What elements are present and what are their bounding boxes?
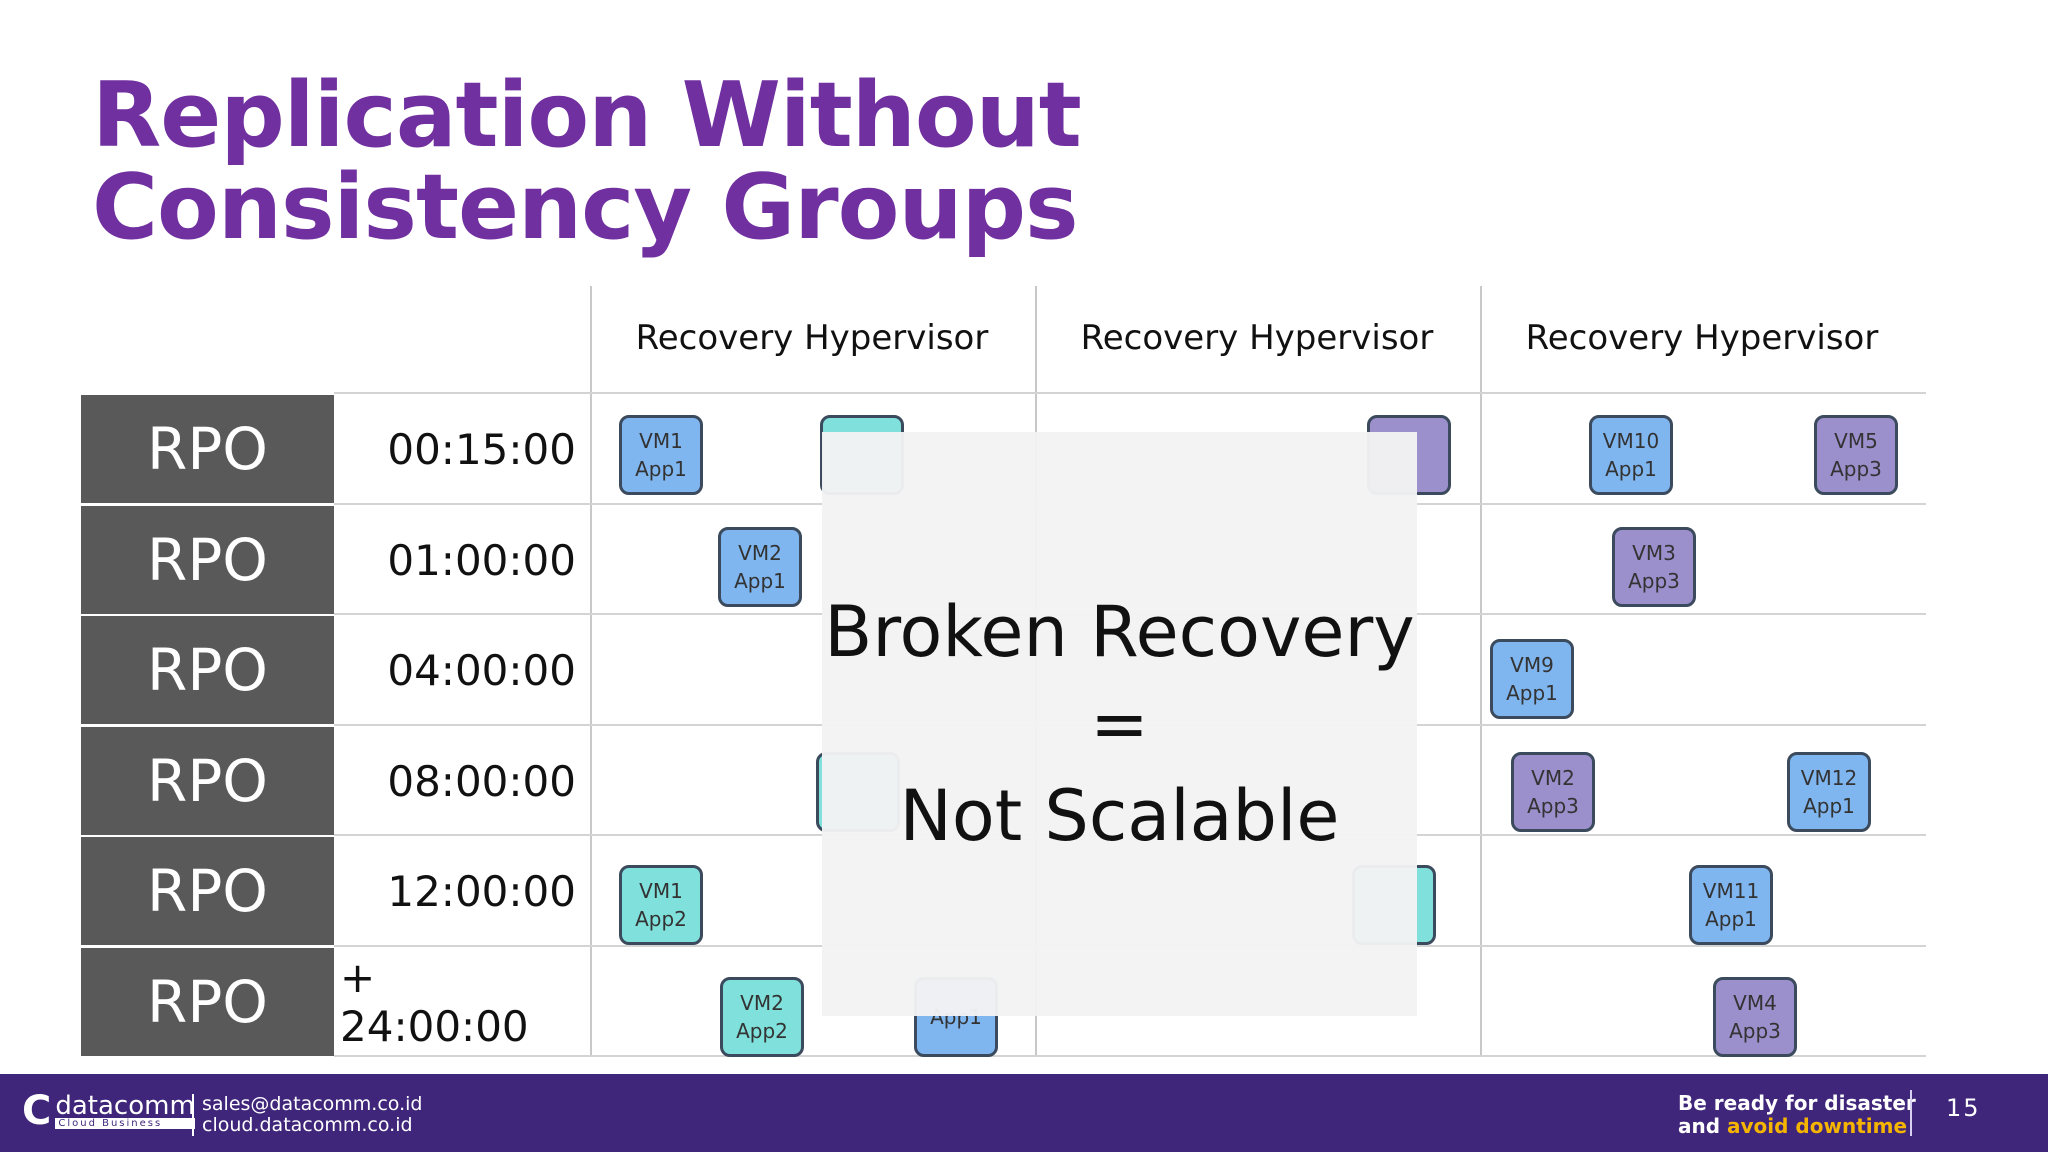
rpo-label: RPO xyxy=(81,616,334,724)
rpo-time: 08:00:00 xyxy=(387,756,576,806)
vm-name: VM10 xyxy=(1602,429,1660,453)
vm-app: App1 xyxy=(635,457,687,481)
broken-recovery-overlay: Broken Recovery = Not Scalable xyxy=(822,432,1417,1016)
vm-name: VM2 xyxy=(1531,766,1575,790)
vm-box: VM9 App1 xyxy=(1490,639,1574,719)
footer-divider xyxy=(1910,1090,1912,1136)
vm-name: VM12 xyxy=(1800,766,1858,790)
logo-c-icon: C xyxy=(22,1088,52,1134)
tagline-prefix: and xyxy=(1678,1114,1728,1138)
vm-app: App2 xyxy=(635,907,687,931)
page-number: 15 xyxy=(1946,1094,1981,1122)
vm-box: VM2 App1 xyxy=(718,527,802,607)
vm-name: VM9 xyxy=(1510,653,1554,677)
row-divider xyxy=(334,1055,1926,1057)
datacomm-logo: C datacomm Cloud Business xyxy=(22,1088,195,1134)
vm-app: App3 xyxy=(1729,1019,1781,1043)
vm-box: VM1 App1 xyxy=(619,415,703,495)
rpo-time: + 24:00:00 xyxy=(340,953,529,1051)
vm-box: VM5 App3 xyxy=(1814,415,1898,495)
rpo-time: 04:00:00 xyxy=(387,645,576,695)
tagline-line-1: Be ready for disaster xyxy=(1678,1091,1916,1115)
vm-box: VM10 App1 xyxy=(1589,415,1673,495)
vm-app: App1 xyxy=(1605,457,1657,481)
rpo-label: RPO xyxy=(81,948,334,1056)
vm-name: VM4 xyxy=(1733,991,1777,1015)
rpo-label: RPO xyxy=(81,506,334,614)
vm-box: VM2 App3 xyxy=(1511,752,1595,832)
rpo-label: RPO xyxy=(81,837,334,945)
column-divider xyxy=(1480,286,1482,1056)
vm-app: App3 xyxy=(1830,457,1882,481)
vm-app: App1 xyxy=(1803,794,1855,818)
vm-app: App3 xyxy=(1628,569,1680,593)
tagline-accent: avoid downtime xyxy=(1727,1114,1908,1138)
vm-app: App3 xyxy=(1527,794,1579,818)
vm-box: VM3 App3 xyxy=(1612,527,1696,607)
column-divider xyxy=(590,286,592,1056)
row-divider xyxy=(334,392,1926,394)
overlay-line-2: = xyxy=(1090,683,1149,765)
logo-text: datacomm xyxy=(55,1090,195,1121)
vm-name: VM2 xyxy=(738,541,782,565)
vm-app: App1 xyxy=(1506,681,1558,705)
rpo-time: 01:00:00 xyxy=(387,535,576,585)
contact-email[interactable]: sales@datacomm.co.id xyxy=(202,1093,423,1115)
vm-box: VM11 App1 xyxy=(1689,865,1773,945)
title-line-2: Consistency Groups xyxy=(92,155,1079,260)
tagline: Be ready for disaster and avoid downtime xyxy=(1678,1092,1916,1138)
vm-box: VM12 App1 xyxy=(1787,752,1871,832)
rpo-time: 00:15:00 xyxy=(387,424,576,474)
vm-name: VM1 xyxy=(639,429,683,453)
rpo-time: 12:00:00 xyxy=(387,866,576,916)
contact-website[interactable]: cloud.datacomm.co.id xyxy=(202,1114,413,1136)
logo-subtext: Cloud Business xyxy=(55,1117,195,1129)
overlay-line-3: Not Scalable xyxy=(899,775,1340,857)
vm-app: App1 xyxy=(734,569,786,593)
vm-name: VM11 xyxy=(1702,879,1760,903)
vm-app: App1 xyxy=(1705,907,1757,931)
column-header: Recovery Hypervisor xyxy=(1080,318,1434,358)
rpo-label: RPO xyxy=(81,727,334,835)
column-header: Recovery Hypervisor xyxy=(635,318,989,358)
contact-info: sales@datacomm.co.id cloud.datacomm.co.i… xyxy=(192,1094,422,1136)
vm-name: VM3 xyxy=(1632,541,1676,565)
vm-box: VM1 App2 xyxy=(619,865,703,945)
vm-app: App2 xyxy=(736,1019,788,1043)
title-line-1: Replication Without xyxy=(92,63,1082,168)
vm-name: VM5 xyxy=(1834,429,1878,453)
vm-name: VM1 xyxy=(639,879,683,903)
vm-box: VM4 App3 xyxy=(1713,977,1797,1057)
rpo-label: RPO xyxy=(81,395,334,503)
footer-bar: C datacomm Cloud Business sales@datacomm… xyxy=(0,1074,2048,1152)
vm-name: VM2 xyxy=(740,991,784,1015)
slide-title: Replication Without Consistency Groups xyxy=(92,63,1082,260)
vm-box: VM2 App2 xyxy=(720,977,804,1057)
column-header: Recovery Hypervisor xyxy=(1525,318,1879,358)
overlay-line-1: Broken Recovery xyxy=(824,591,1415,673)
